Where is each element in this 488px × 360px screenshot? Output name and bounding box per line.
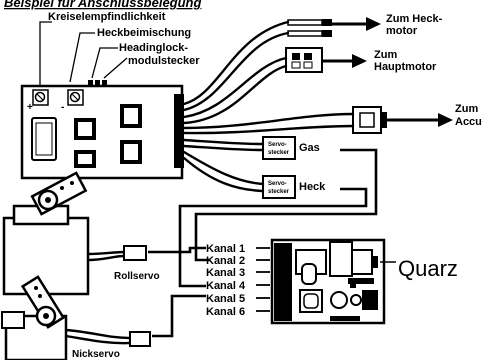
- roll-servo: [2, 171, 90, 296]
- minus-marking: -: [61, 102, 64, 113]
- pointer-lines: [39, 21, 128, 90]
- crystal: [351, 249, 373, 275]
- servo-plug-heck-label-1: Servo-: [268, 181, 287, 187]
- label-accu-line1: Zum: [455, 103, 478, 115]
- gyro-board: + -: [20, 80, 184, 180]
- label-rollservo: Rollservo: [114, 271, 160, 282]
- pitch-servo: [1, 275, 68, 360]
- arrow-head-icon: [366, 17, 381, 31]
- label-quarz: Quarz: [398, 256, 458, 281]
- pitch-servo-cable: [65, 328, 131, 345]
- servo-plug-heck-label-2: stecker: [268, 189, 290, 195]
- channel-leader-lines: [256, 247, 270, 312]
- receiver-wires: [148, 148, 378, 338]
- servo-plug-gas-label-2: stecker: [268, 150, 290, 156]
- label-hauptmotor-line2: Hauptmotor: [374, 61, 437, 73]
- label-heckbeimischung: Heckbeimischung: [97, 27, 191, 39]
- channel-label: Kanal 6: [206, 306, 245, 318]
- servo-plug-gas-label-1: Servo-: [268, 142, 287, 148]
- label-heckmotor-line1: Zum Heck-: [386, 13, 443, 25]
- label-hauptmotor-line1: Zum: [374, 49, 397, 61]
- arrows: [322, 17, 453, 127]
- motor-plug: [285, 47, 323, 73]
- channel-label: Kanal 5: [206, 293, 245, 305]
- channel-label: Kanal 2: [206, 255, 245, 267]
- label-heckmotor-line2: motor: [386, 25, 418, 37]
- channel-labels: Kanal 1 Kanal 2 Kanal 3 Kanal 4 Kanal 5 …: [206, 243, 246, 318]
- channel-label: Kanal 3: [206, 267, 245, 279]
- label-kreiselempfindlichkeit: Kreiselempfindlichkeit: [48, 11, 166, 23]
- receiver-pin-header: [274, 243, 292, 321]
- board-wires: [182, 20, 355, 193]
- label-nickservo: Nickservo: [72, 349, 120, 360]
- arrow-head-icon: [352, 54, 367, 68]
- servo-plug-heck: Servo- stecker: [262, 175, 296, 199]
- tail-motor-connector: [287, 19, 332, 37]
- roll-servo-plug: [123, 245, 147, 261]
- label-accu-line2: Accu: [455, 116, 482, 128]
- roll-servo-cable: [87, 250, 125, 262]
- arrow-head-icon: [438, 113, 453, 127]
- label-heck: Heck: [299, 181, 326, 193]
- channel-label: Kanal 1: [206, 243, 245, 255]
- diagram-title: Beispiel für Anschlussbelegung: [4, 0, 202, 10]
- label-headinglock-line2: modulstecker: [128, 55, 200, 67]
- battery-plug: [352, 106, 387, 134]
- pitch-servo-plug: [129, 331, 151, 347]
- servo-plug-gas: Servo- stecker: [262, 136, 296, 160]
- plus-marking: +: [27, 102, 33, 113]
- channel-label: Kanal 4: [206, 280, 246, 292]
- label-gas: Gas: [299, 142, 320, 154]
- receiver: [270, 238, 386, 325]
- label-headinglock-line1: Headinglock-: [119, 42, 188, 54]
